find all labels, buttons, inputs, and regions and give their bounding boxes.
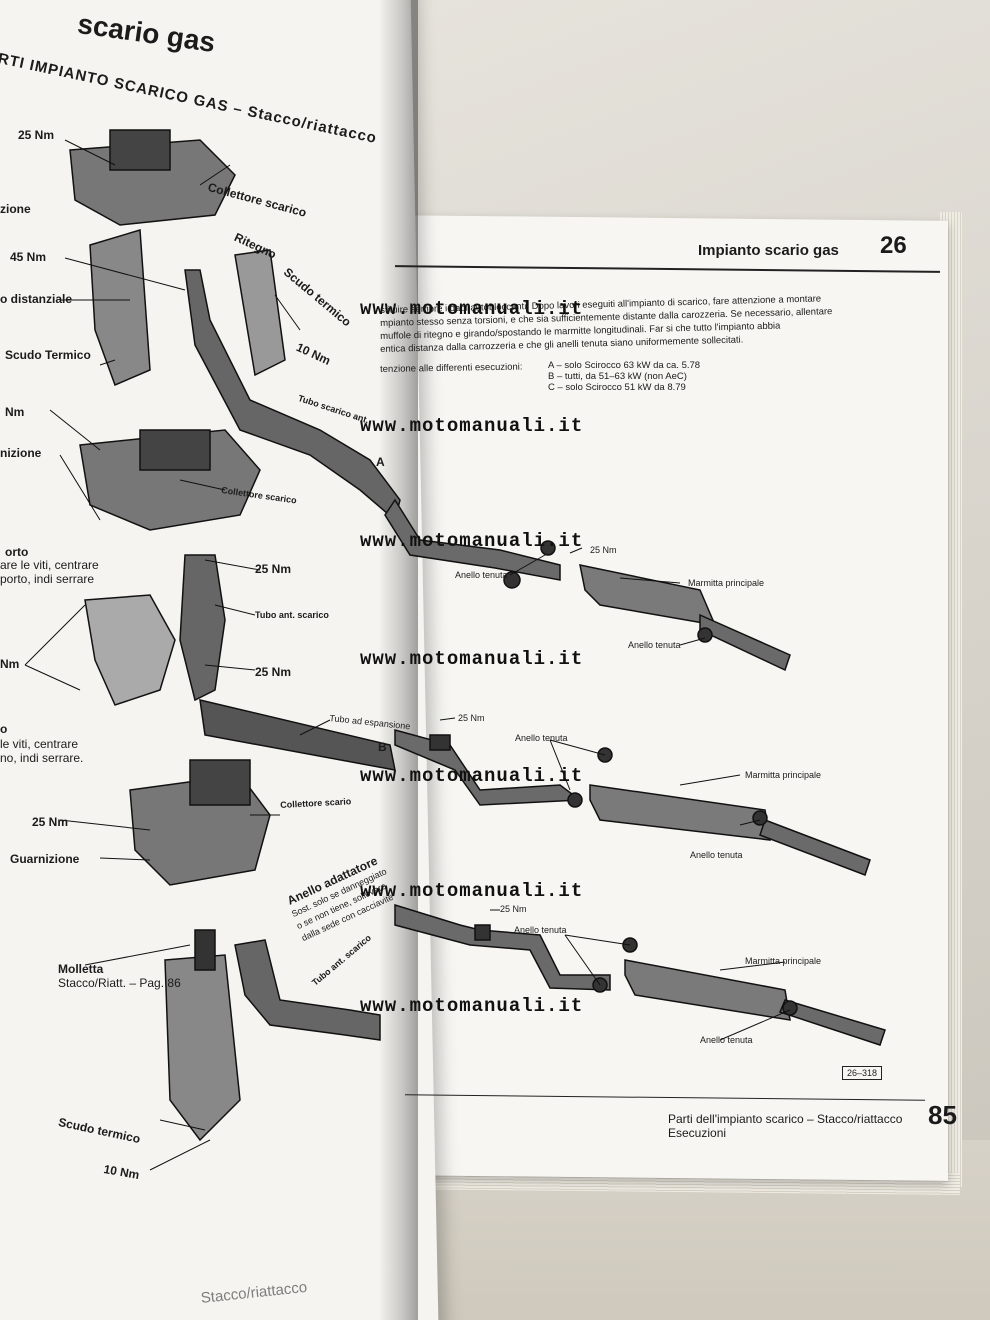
label-porto-title: orto — [5, 545, 29, 559]
diagram-b-25nm: 25 Nm — [458, 713, 485, 723]
label-nm-left2: Nm — [0, 657, 20, 671]
label-45nm: 45 Nm — [10, 250, 47, 264]
label-tubo-ant-scarico: Tubo ant. scarico — [255, 610, 329, 620]
label-zione-top: zione — [0, 202, 31, 216]
label-porto-text1: are le viti, centrare — [0, 558, 99, 572]
book-gutter — [378, 0, 418, 1320]
diagram-b-letter: B — [378, 740, 387, 754]
diagram-a-marmitta: Marmitta principale — [688, 578, 765, 588]
label-molletta: Molletta — [58, 962, 104, 976]
label-guarnizione-low: Guarnizione — [10, 852, 80, 866]
footer-title: Parti dell'impianto scarico – Stacco/ria… — [668, 1112, 903, 1126]
variant-b: B – tutti, da 51–63 kW (non AeC) — [548, 371, 687, 382]
watermark-2: www.motomanuali.it — [360, 415, 584, 437]
watermark-7: www.motomanuali.it — [360, 995, 584, 1017]
label-o: o — [0, 722, 8, 736]
watermark-1: www.motomanuali.it — [360, 298, 584, 320]
watermark-3: www.motomanuali.it — [360, 530, 584, 552]
diagram-c-anello-tenuta-bottom: Anello tenuta — [700, 1035, 753, 1045]
diagram-c-anello-tenuta-top: Anello tenuta — [514, 925, 567, 935]
label-nm-left: Nm — [5, 405, 25, 419]
label-25nm-top: 25 Nm — [18, 128, 55, 142]
label-stacco-riatt: Stacco/Riatt. – Pag. 86 — [58, 976, 181, 990]
diagram-a-anello-tenuta-right: Anello tenuta — [628, 640, 681, 650]
page-number: 85 — [928, 1100, 957, 1130]
diagram-c-marmitta: Marmitta principale — [745, 956, 822, 966]
variant-a: A – solo Scirocco 63 kW da ca. 5.78 — [548, 360, 701, 371]
figure-reference: 26–318 — [842, 1066, 883, 1080]
label-25nm-mid1: 25 Nm — [255, 562, 292, 576]
diagram-a-anello-tenuta-left: Anello tenuta — [455, 570, 508, 580]
diagram-b-marmitta: Marmitta principale — [745, 770, 822, 780]
diagram-a-letter: A — [376, 455, 385, 469]
label-scudo-termico-left: Scudo Termico — [5, 348, 91, 362]
label-distanziale: o distanziale — [0, 292, 73, 306]
diagram-c-25nm: 25 Nm — [500, 904, 527, 914]
watermark-6: www.motomanuali.it — [360, 880, 584, 902]
section-number: 26 — [880, 232, 907, 259]
label-lower-text2: no, indi serrare. — [0, 751, 84, 765]
watermark-4: www.motomanuali.it — [360, 648, 584, 670]
diagram-a-25nm: 25 Nm — [590, 545, 617, 555]
label-lower-text1: le viti, centrare — [0, 737, 79, 751]
diagram-b-anello-tenuta-bottom: Anello tenuta — [690, 850, 743, 860]
label-25nm-mid2: 25 Nm — [255, 665, 292, 679]
label-porto-text2: porto, indi serrare — [0, 572, 95, 586]
watermark-5: www.motomanuali.it — [360, 765, 584, 787]
footer-subtitle: Esecuzioni — [668, 1126, 727, 1140]
label-25nm-low: 25 Nm — [32, 815, 69, 829]
variant-c: C – solo Scirocco 51 kW da 8.79 — [548, 382, 686, 393]
right-header-title: Impianto scario gas — [698, 242, 839, 259]
diagram-b-anello-tenuta-top: Anello tenuta — [515, 733, 568, 743]
label-guarnizione-top: nizione — [0, 446, 42, 460]
